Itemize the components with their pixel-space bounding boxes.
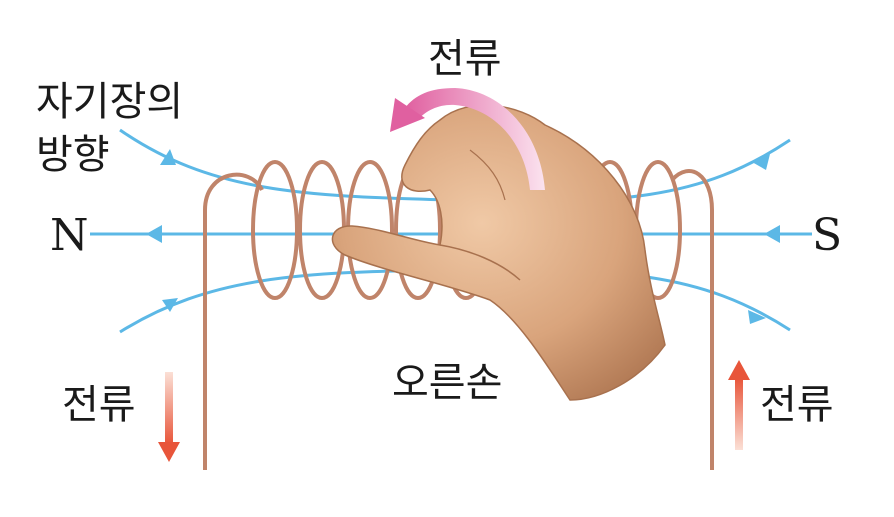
hand-finger-crease bbox=[469, 149, 506, 201]
field-arrow-left-upper bbox=[160, 149, 176, 165]
coil-left-lead bbox=[203, 172, 264, 470]
current-arrow-right-shaft bbox=[735, 378, 743, 450]
label-current-top: 전류 bbox=[428, 36, 502, 82]
field-arrowheads bbox=[146, 149, 780, 324]
label-field-direction-line2: 방향 bbox=[36, 132, 110, 178]
label-current-left: 전류 bbox=[62, 382, 136, 428]
label-current-right: 전류 bbox=[760, 382, 834, 428]
current-arrow-left-head bbox=[158, 442, 180, 462]
label-field-direction-line1: 자기장의 bbox=[36, 79, 183, 125]
current-arrow-right bbox=[728, 360, 750, 450]
field-arrow-right-center bbox=[764, 225, 780, 243]
current-arrow-left-shaft bbox=[165, 372, 173, 444]
curved-arrow-head bbox=[390, 98, 425, 132]
label-north-pole: N bbox=[50, 210, 89, 261]
coil-turn-1 bbox=[251, 160, 299, 300]
hand-palm bbox=[331, 104, 666, 401]
hand-thumb-crease bbox=[439, 244, 521, 281]
coil-right-lead bbox=[670, 169, 714, 470]
field-arrow-right-upper bbox=[752, 154, 770, 170]
curved-current-arrow-icon bbox=[390, 88, 545, 190]
label-right-hand: 오른손 bbox=[392, 360, 502, 406]
field-arrow-left-lower bbox=[162, 298, 178, 312]
field-arrow-right-lower bbox=[748, 310, 766, 324]
right-hand-icon bbox=[331, 104, 666, 401]
current-arrow-left bbox=[158, 372, 180, 462]
label-south-pole: S bbox=[812, 210, 842, 261]
current-arrow-right-head bbox=[728, 360, 750, 380]
curved-arrow-body bbox=[405, 88, 545, 190]
field-arrow-left-center bbox=[146, 225, 162, 243]
